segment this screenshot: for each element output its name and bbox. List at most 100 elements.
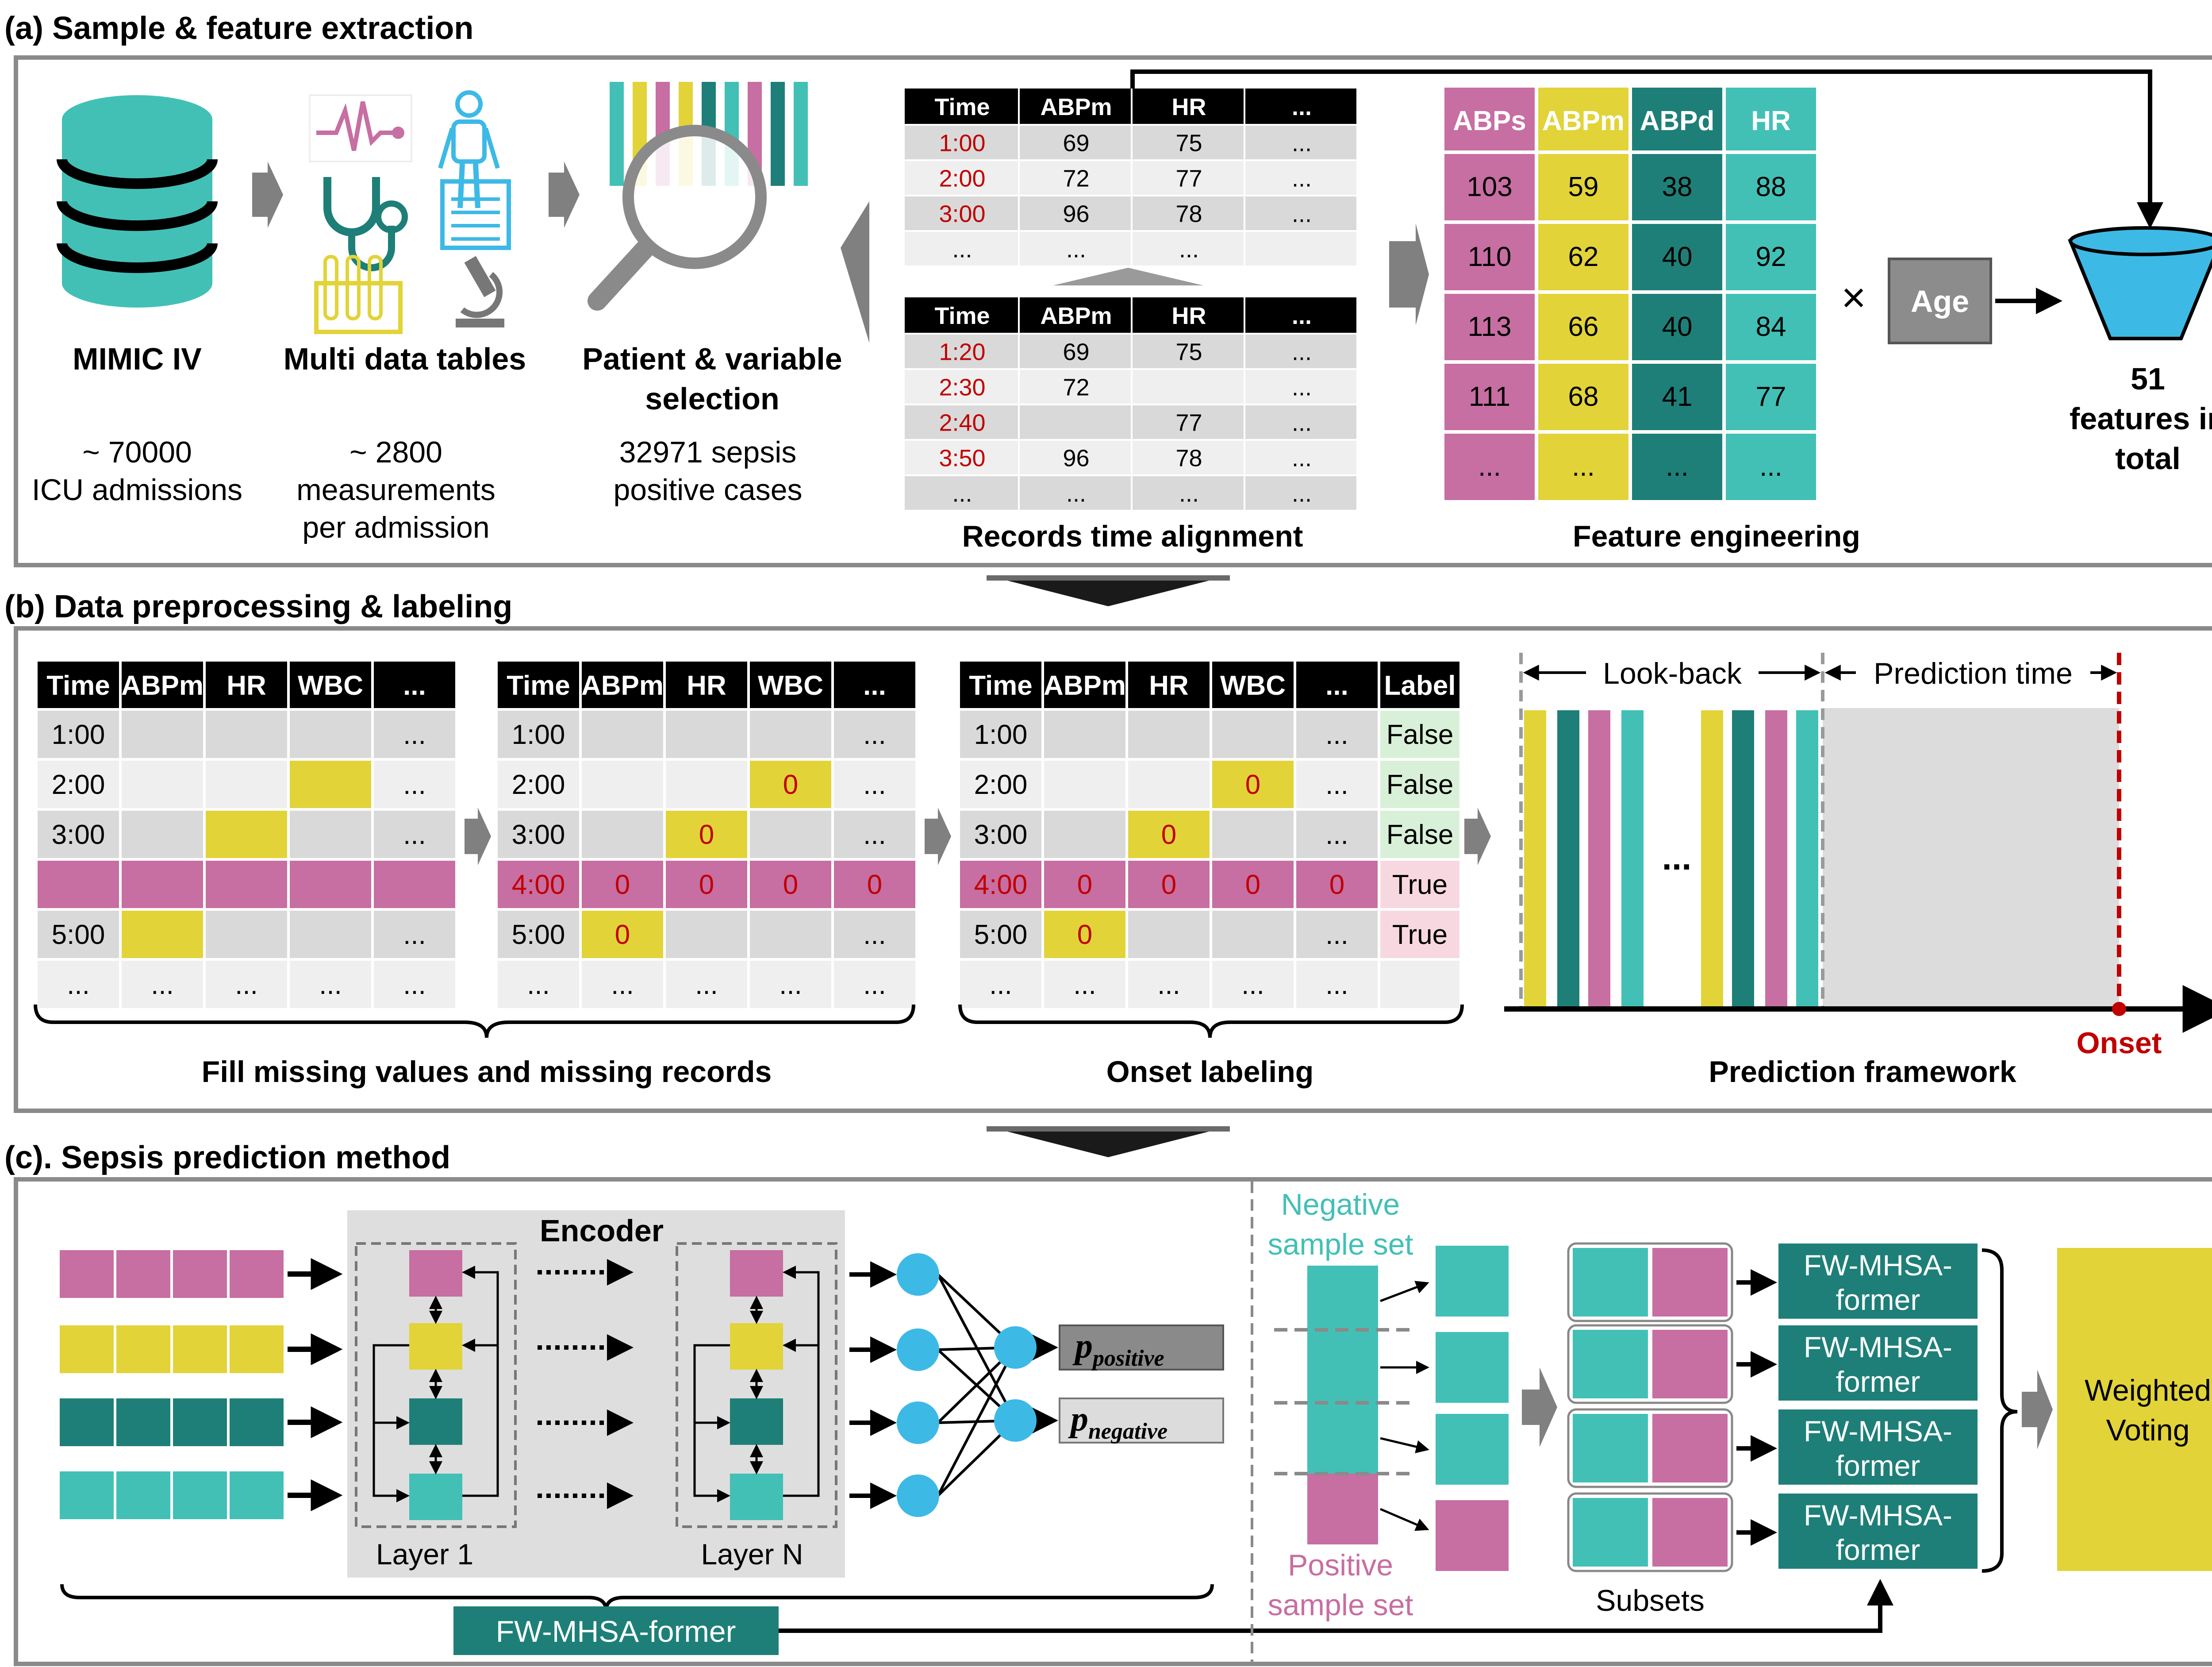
negative-set-line2: sample set: [1268, 1228, 1413, 1261]
table-cell: [1044, 961, 1125, 1008]
subset-positive: [1652, 1330, 1728, 1398]
attention-token: [730, 1474, 783, 1520]
table-cell: [1380, 911, 1459, 958]
table-cell: [834, 861, 915, 908]
table-cell: [1133, 161, 1244, 195]
positive-set-line1: Positive: [1288, 1548, 1393, 1582]
panel-c-frame: [14, 1177, 2212, 1666]
former-label-line1: FW-MHSA-: [1804, 1249, 1952, 1282]
prediction-time-label: Prediction time: [1874, 657, 2073, 690]
cell-value: 5:00: [512, 920, 565, 950]
table-cell: [290, 811, 371, 858]
selection-line2: positive cases: [613, 473, 802, 507]
sequence-cell: [116, 1250, 170, 1298]
feature-header-cell: [1538, 88, 1628, 150]
layer1-label: Layer 1: [376, 1538, 473, 1571]
table-cell: [666, 861, 747, 908]
feature-header: HR: [1751, 106, 1791, 136]
feature-value: 62: [1568, 242, 1599, 272]
subset-negative: [1573, 1330, 1648, 1398]
table-cell: [1044, 861, 1125, 908]
sequence-cell: [173, 1398, 227, 1446]
header-cell: [290, 662, 371, 708]
cell-value: ...: [1292, 374, 1312, 401]
cell-value: ...: [1241, 970, 1264, 1000]
header-cell: [666, 662, 747, 708]
former-label-line2: former: [1836, 1449, 1920, 1482]
stethoscope-icon: [323, 177, 408, 271]
feature-header: ABPm: [1542, 106, 1624, 136]
subset-positive: [1652, 1498, 1728, 1567]
table-cell: [1212, 961, 1294, 1008]
header-cell: [122, 662, 203, 708]
alignment-label: Records time alignment: [962, 520, 1303, 553]
feature-value: 59: [1568, 172, 1599, 202]
table-cell: [1044, 711, 1125, 758]
header-cell: [1245, 89, 1356, 124]
cell-value: 2:00: [939, 166, 985, 192]
header-label: Time: [969, 670, 1033, 701]
feature-value: ...: [1572, 451, 1595, 482]
panel-b-frame: [14, 626, 2212, 1113]
positive-set-line2: sample set: [1268, 1588, 1413, 1622]
database-icon: [57, 95, 218, 308]
table-cell: [206, 761, 287, 808]
table-cell: [1020, 370, 1131, 404]
cell-value: ...: [403, 770, 426, 800]
cell-value: ...: [151, 970, 174, 1000]
table-cell: [750, 861, 831, 908]
cell-value: 2:00: [974, 770, 1028, 800]
table-cell: [960, 761, 1041, 808]
bars-ellipsis: ...: [1662, 838, 1692, 877]
test-tubes-icon: [314, 255, 403, 334]
mlp-arrows: [849, 1261, 1058, 1509]
sequence-cell: [230, 1398, 284, 1446]
cell-value: 4:00: [974, 870, 1028, 900]
table-cell: [1044, 761, 1125, 808]
table-cell: [905, 370, 1018, 404]
flow-arrow-c2: [2022, 1370, 2053, 1449]
sequence-cell: [116, 1398, 170, 1446]
table-cell: [498, 861, 579, 908]
table-cell: [666, 761, 747, 808]
table-cell: [1380, 761, 1459, 808]
cell-value: ...: [1325, 920, 1348, 950]
table-cell: [1133, 441, 1244, 474]
table-cell: [1128, 761, 1210, 808]
cell-value: 0: [867, 870, 882, 900]
cell-value: 0: [1161, 870, 1176, 900]
cell-value: 1:00: [974, 720, 1028, 750]
former-box: [1778, 1244, 1978, 1319]
feature-cell: [1444, 224, 1535, 290]
flow-arrow-a2: [549, 162, 580, 228]
header-label: WBC: [298, 670, 363, 701]
feature-value: 92: [1756, 242, 1786, 272]
negative-sample-set: [1307, 1266, 1378, 1474]
cell-value: ...: [863, 720, 886, 750]
panel-a-frame: [14, 55, 2212, 567]
cell-value: ...: [1292, 166, 1312, 192]
cell-value: ...: [1179, 236, 1199, 263]
table-cell: [498, 911, 579, 958]
panel-down-arrow-1-bar: [987, 575, 1230, 581]
cell-value: ...: [1292, 201, 1312, 227]
header-cell: [960, 662, 1041, 708]
table-cell: [1380, 811, 1459, 858]
table-cell: [122, 911, 203, 958]
cell-value: 0: [1077, 920, 1092, 950]
header-label: WBC: [758, 670, 823, 701]
total-line1: 51: [2131, 362, 2165, 396]
subsets: [1567, 1242, 1777, 1572]
table-cell: [1296, 911, 1378, 958]
feature-engineering-label: Feature engineering: [1573, 520, 1860, 553]
sample-bar: [1557, 710, 1579, 1007]
cell-value: ...: [1325, 770, 1348, 800]
attention-token: [409, 1323, 462, 1370]
mlp-output-node: [994, 1399, 1037, 1442]
cell-value: 5:00: [974, 920, 1028, 950]
cell-value: ...: [1292, 481, 1312, 507]
feature-cell: [1538, 224, 1628, 290]
cell-value: ...: [1325, 720, 1348, 750]
table-cell: [1133, 405, 1244, 439]
